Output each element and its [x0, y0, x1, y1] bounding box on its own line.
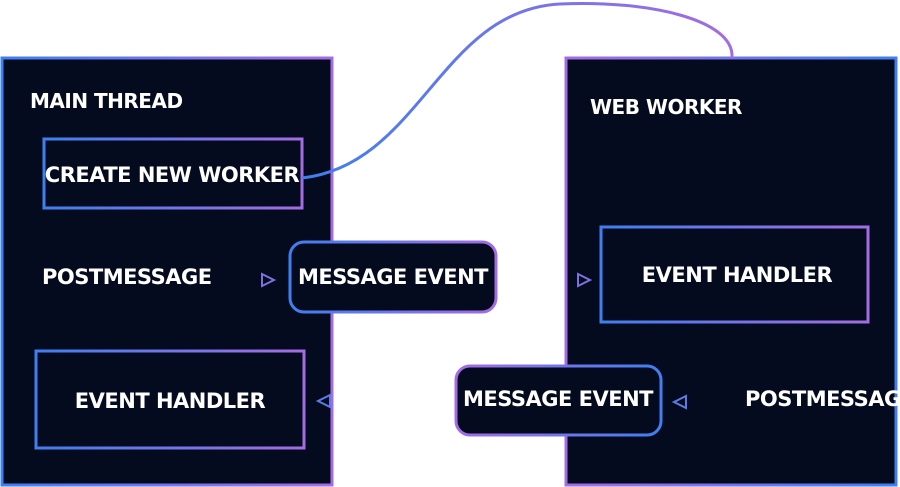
worker-postmessage-label: POSTMESSAGE [745, 387, 900, 411]
message-event-to-main-frame [454, 364, 663, 437]
arrow-head [577, 272, 593, 288]
arrow-head [261, 272, 277, 288]
create-worker-connector [301, 2, 734, 180]
worker-event-handler-box: EVENT HANDLER [599, 225, 870, 324]
main-event-handler-frame [34, 349, 306, 450]
message-event-to-worker: MESSAGE EVENT [288, 240, 498, 314]
arrow-message-event-to-main-handler [315, 393, 442, 409]
arrow-message-event-to-worker-handler [511, 272, 593, 288]
create-new-worker-frame [42, 137, 304, 210]
main-event-handler-box: EVENT HANDLER [34, 349, 306, 450]
arrow-head [315, 393, 331, 409]
create-new-worker-label: CREATE NEW WORKER [45, 163, 300, 187]
message-event-to-main: MESSAGE EVENT [454, 364, 663, 437]
main-event-handler-label: EVENT HANDLER [75, 389, 266, 413]
main-postmessage-label: POSTMESSAGE [42, 265, 212, 289]
message-event-to-main-label: MESSAGE EVENT [463, 387, 654, 411]
message-event-to-worker-label: MESSAGE EVENT [298, 265, 489, 289]
worker-event-handler-frame [599, 225, 870, 324]
main-thread-title: MAIN THREAD [30, 89, 183, 113]
message-event-to-worker-frame [288, 240, 498, 314]
create-new-worker-box: CREATE NEW WORKER [42, 137, 304, 210]
web-worker-title: WEB WORKER [590, 95, 742, 119]
arrow-head [671, 394, 687, 410]
main-thread-panel: MAIN THREAD CREATE NEW WORKER POSTMESSAG… [0, 56, 334, 487]
arrow-worker-postmessage-to-message-event [671, 394, 730, 410]
arrow-postmessage-to-message-event [194, 272, 277, 288]
worker-event-handler-label: EVENT HANDLER [642, 263, 833, 287]
